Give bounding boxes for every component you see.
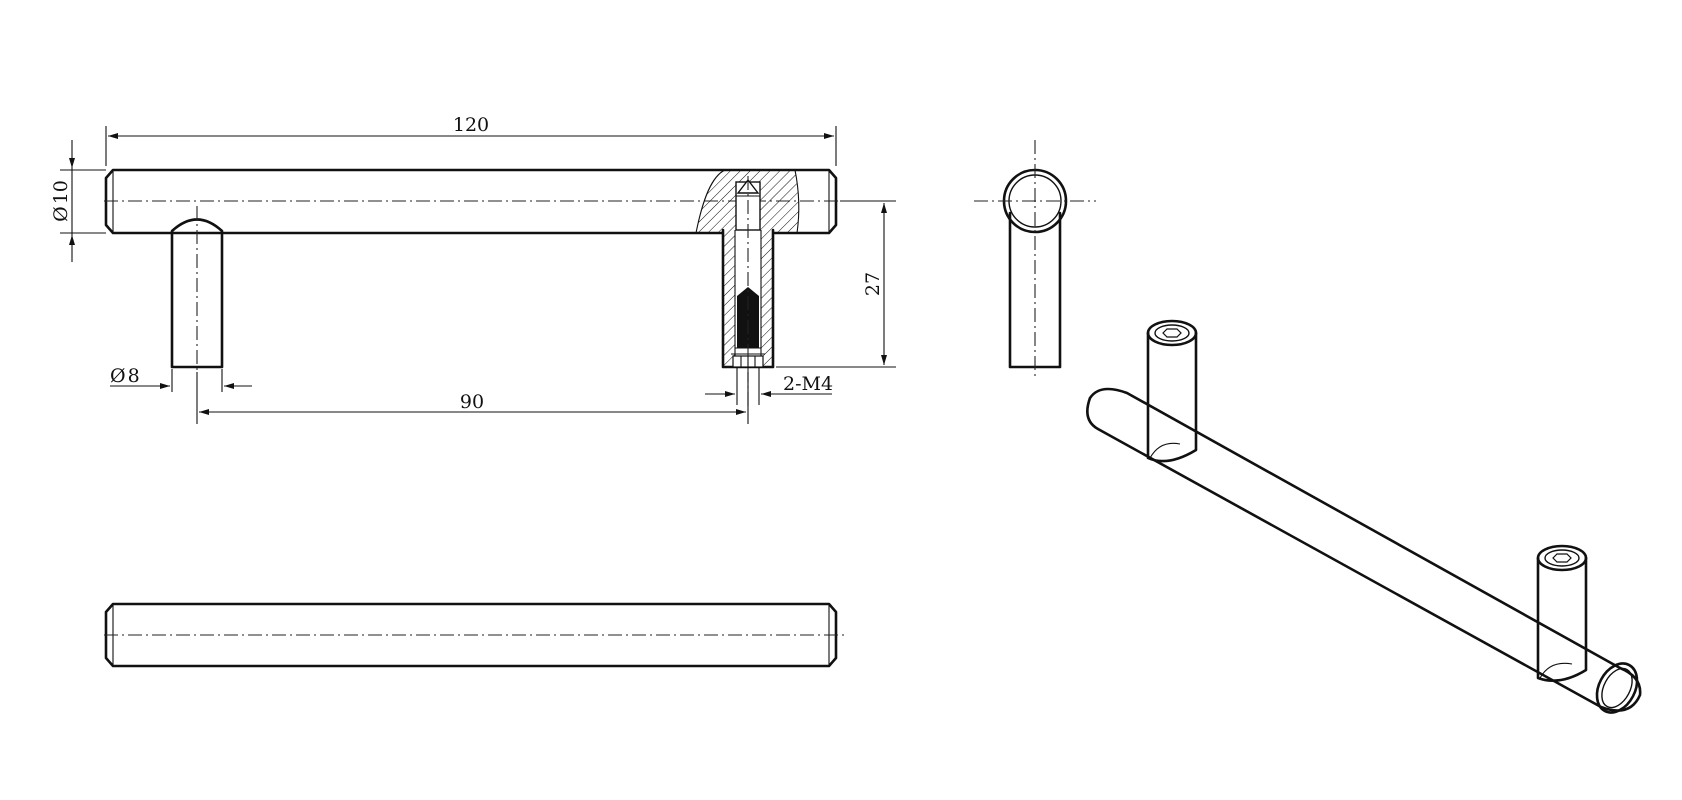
dimension-length: 120: [105, 114, 837, 166]
diameter-symbol: Ø: [50, 206, 72, 222]
iso-left-hex-socket-icon: [1162, 328, 1182, 338]
front-left-leg: [170, 218, 224, 369]
iso-left-post: [1146, 319, 1198, 463]
dimension-bar-diameter: Ø 10: [50, 140, 106, 262]
iso-bar: [1086, 387, 1642, 712]
svg-text:Ø8: Ø8: [110, 365, 140, 387]
diameter-symbol: Ø: [110, 365, 126, 387]
isometric-view: [1086, 319, 1642, 714]
side-view: [974, 140, 1096, 380]
dimension-bar-diameter-label: 10: [50, 180, 72, 204]
dimension-height-label: 27: [862, 272, 884, 296]
iso-right-hex-socket-icon: [1552, 553, 1572, 563]
dimension-height: 27: [776, 200, 896, 368]
dimension-thread: 2-M4: [705, 368, 833, 405]
iso-bar-end-face: [1595, 662, 1639, 714]
dimension-hole-spacing-label: 90: [460, 391, 484, 413]
svg-text:Ø10: Ø 10: [50, 180, 72, 222]
dimension-leg-diameter-label: 8: [128, 365, 140, 387]
iso-right-post: [1536, 544, 1588, 682]
dimension-hole-spacing: 90: [196, 372, 749, 424]
dimension-thread-label: 2-M4: [783, 373, 833, 395]
top-view: [104, 602, 846, 668]
dimension-length-label: 120: [453, 114, 489, 136]
front-section-cutaway: [695, 169, 800, 410]
